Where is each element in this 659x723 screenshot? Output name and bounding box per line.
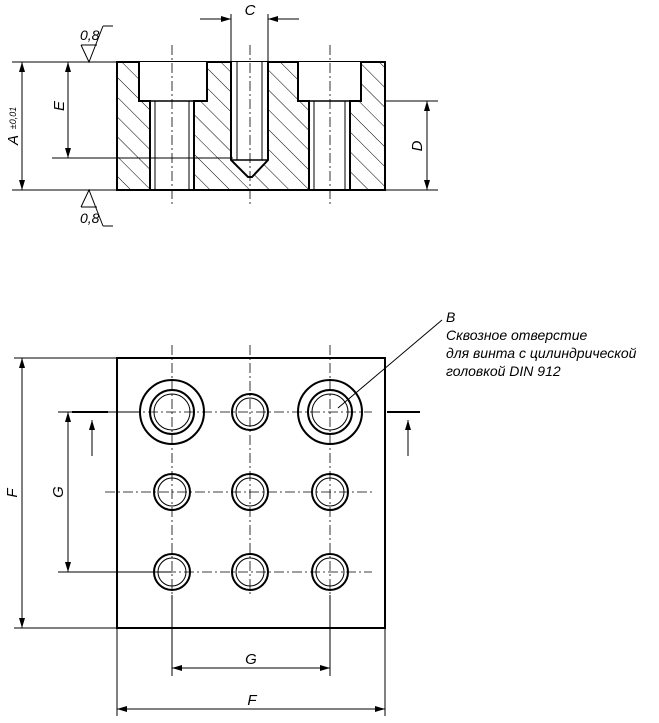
dimension-g-vertical — [58, 411, 172, 573]
roughness-value-bottom: 0,8 — [80, 210, 100, 226]
dim-g-horizontal-label: G — [245, 651, 257, 668]
small-holes — [153, 393, 349, 591]
section-hatch — [117, 62, 385, 190]
dimension-f-vertical — [14, 357, 117, 629]
dimension-a — [12, 61, 117, 191]
dimension-d — [385, 100, 438, 191]
roughness-value-top: 0,8 — [80, 27, 100, 43]
section-view: C E A ±0,01 D 0,8 — [5, 2, 438, 227]
dim-a-label: A — [5, 135, 22, 146]
dim-c-label: C — [245, 2, 256, 19]
dimension-e — [52, 61, 233, 159]
callout-line-1: Сквозное отверстие — [446, 327, 587, 343]
section-cut-right — [387, 411, 420, 456]
dim-g-vertical-label: G — [50, 486, 67, 498]
dim-f-vertical-label: F — [4, 488, 21, 498]
dimension-c — [200, 14, 299, 62]
dim-f-horizontal-label: F — [247, 692, 257, 709]
callout-ref-label: B — [446, 309, 455, 325]
dim-e-label: E — [51, 100, 68, 111]
plan-view: F G G F B Сквозное отверстие для винта с… — [4, 309, 637, 716]
dimension-g-horizontal — [171, 595, 331, 676]
roughness-symbol-top — [80, 25, 113, 64]
section-cut-left — [72, 411, 108, 456]
counterbore-hole-right — [297, 379, 363, 445]
callout-leader — [337, 319, 443, 409]
dim-a-tolerance: ±0,01 — [8, 107, 18, 129]
roughness-symbol-bottom — [80, 188, 113, 227]
callout-line-2: для винта с цилиндрической — [446, 345, 637, 361]
plate-outline — [116, 357, 386, 629]
callout-line-3: головкой DIN 912 — [446, 363, 561, 379]
dimension-f-horizontal — [116, 628, 386, 716]
dim-d-label: D — [409, 140, 426, 151]
